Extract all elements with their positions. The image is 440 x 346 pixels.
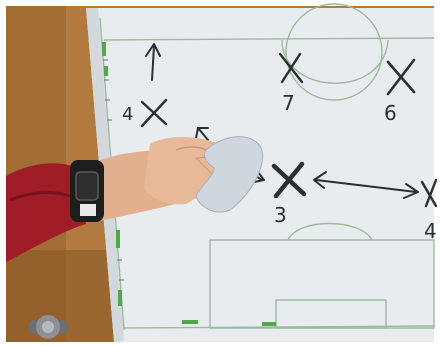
wristwatch [70,160,104,222]
player-number: 4 [424,219,437,243]
player-number: 3 [274,203,287,227]
player-number: 4 [122,104,133,125]
tape-mark [104,66,108,76]
tape-mark [102,42,106,56]
tape-mark [262,322,276,326]
player-number: 7 [282,91,295,115]
tape-mark [182,320,198,324]
tape-mark [116,230,120,248]
player-number: 6 [384,101,397,125]
tape-mark [118,290,122,306]
